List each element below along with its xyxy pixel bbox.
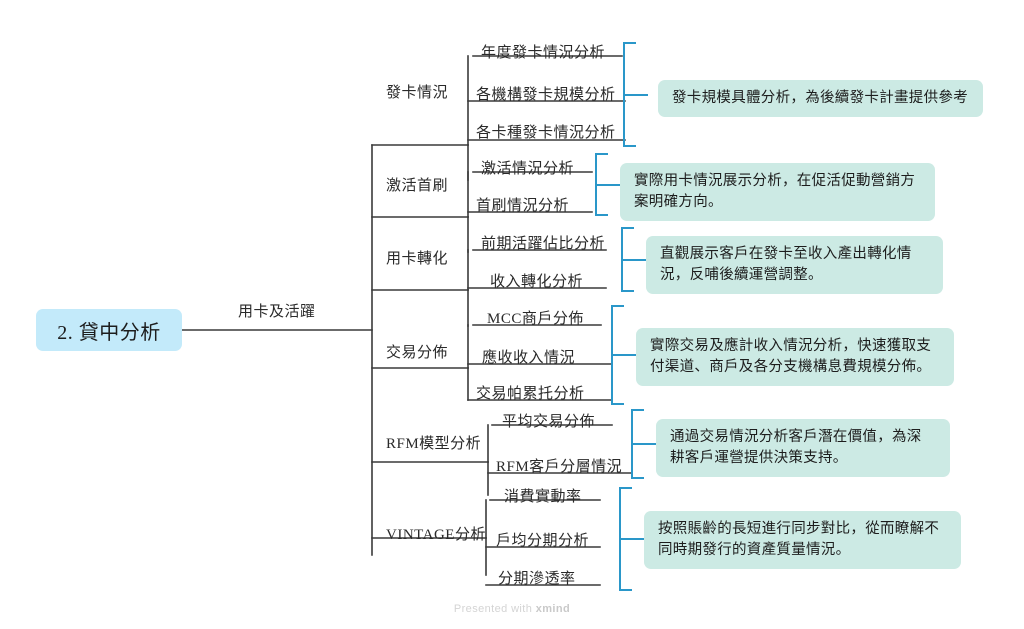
leaf-item[interactable]: 消費實動率 [504,489,582,505]
bracket-1 [623,42,636,147]
callout-box-5[interactable]: 通過交易情況分析客戶潛在價值，為深耕客戶運營提供決策支持。 [656,419,950,478]
branch-label-3[interactable]: 用卡轉化 [386,251,449,267]
trunk-label[interactable]: 用卡及活躍 [238,304,316,320]
root-node-label: 2. 貸中分析 [57,321,161,344]
xmind-watermark: Presented with xmind [0,603,1024,615]
bracket-5 [631,409,644,479]
leaf-item[interactable]: 首刷情況分析 [476,198,570,214]
callout-box-1[interactable]: 發卡規模具體分析，為後續發卡計畫提供參考 [658,80,983,118]
root-node[interactable]: 2. 貸中分析 [36,309,182,351]
leaf-item[interactable]: RFM客戶分層情況 [496,459,623,475]
branch-label-5[interactable]: RFM模型分析 [386,436,482,452]
leaf-item[interactable]: 戶均分期分析 [496,533,590,549]
leaf-item[interactable]: 年度發卡情況分析 [481,45,606,61]
branch-label-2[interactable]: 激活首刷 [386,178,449,194]
bracket-3 [621,227,634,292]
leaf-item[interactable]: MCC商戶分佈 [487,311,584,327]
branch-label-4[interactable]: 交易分佈 [386,345,449,361]
bracket-4 [611,305,624,405]
leaf-item[interactable]: 收入轉化分析 [490,274,584,290]
leaf-item[interactable]: 平均交易分佈 [502,414,596,430]
leaf-item[interactable]: 前期活躍佔比分析 [481,236,606,252]
leaf-item[interactable]: 交易帕累托分析 [476,386,585,402]
branch-label-6[interactable]: VINTAGE分析 [386,527,486,543]
callout-box-6[interactable]: 按照賬齡的長短進行同步對比，從而瞭解不同時期發行的資產質量情況。 [644,511,961,570]
callout-box-3[interactable]: 直觀展示客戶在發卡至收入產出轉化情況，反哺後續運營調整。 [646,236,943,295]
leaf-item[interactable]: 各卡種發卡情況分析 [476,125,616,141]
watermark-prefix: Presented with [453,603,536,615]
leaf-item[interactable]: 各機構發卡規模分析 [476,87,616,103]
bracket-2 [595,153,608,216]
leaf-item[interactable]: 激活情況分析 [481,161,575,177]
branch-label-1[interactable]: 發卡情況 [386,85,449,101]
callout-box-2[interactable]: 實際用卡情況展示分析，在促活促動營銷方案明確方向。 [620,163,935,222]
callout-box-4[interactable]: 實際交易及應計收入情況分析，快速獲取支付渠道、商戶及各分支機構息費規模分佈。 [636,328,954,387]
leaf-item[interactable]: 分期滲透率 [498,571,576,587]
leaf-item[interactable]: 應收收入情況 [482,350,576,366]
watermark-brand: xmind [535,603,571,615]
bracket-6 [619,487,632,591]
